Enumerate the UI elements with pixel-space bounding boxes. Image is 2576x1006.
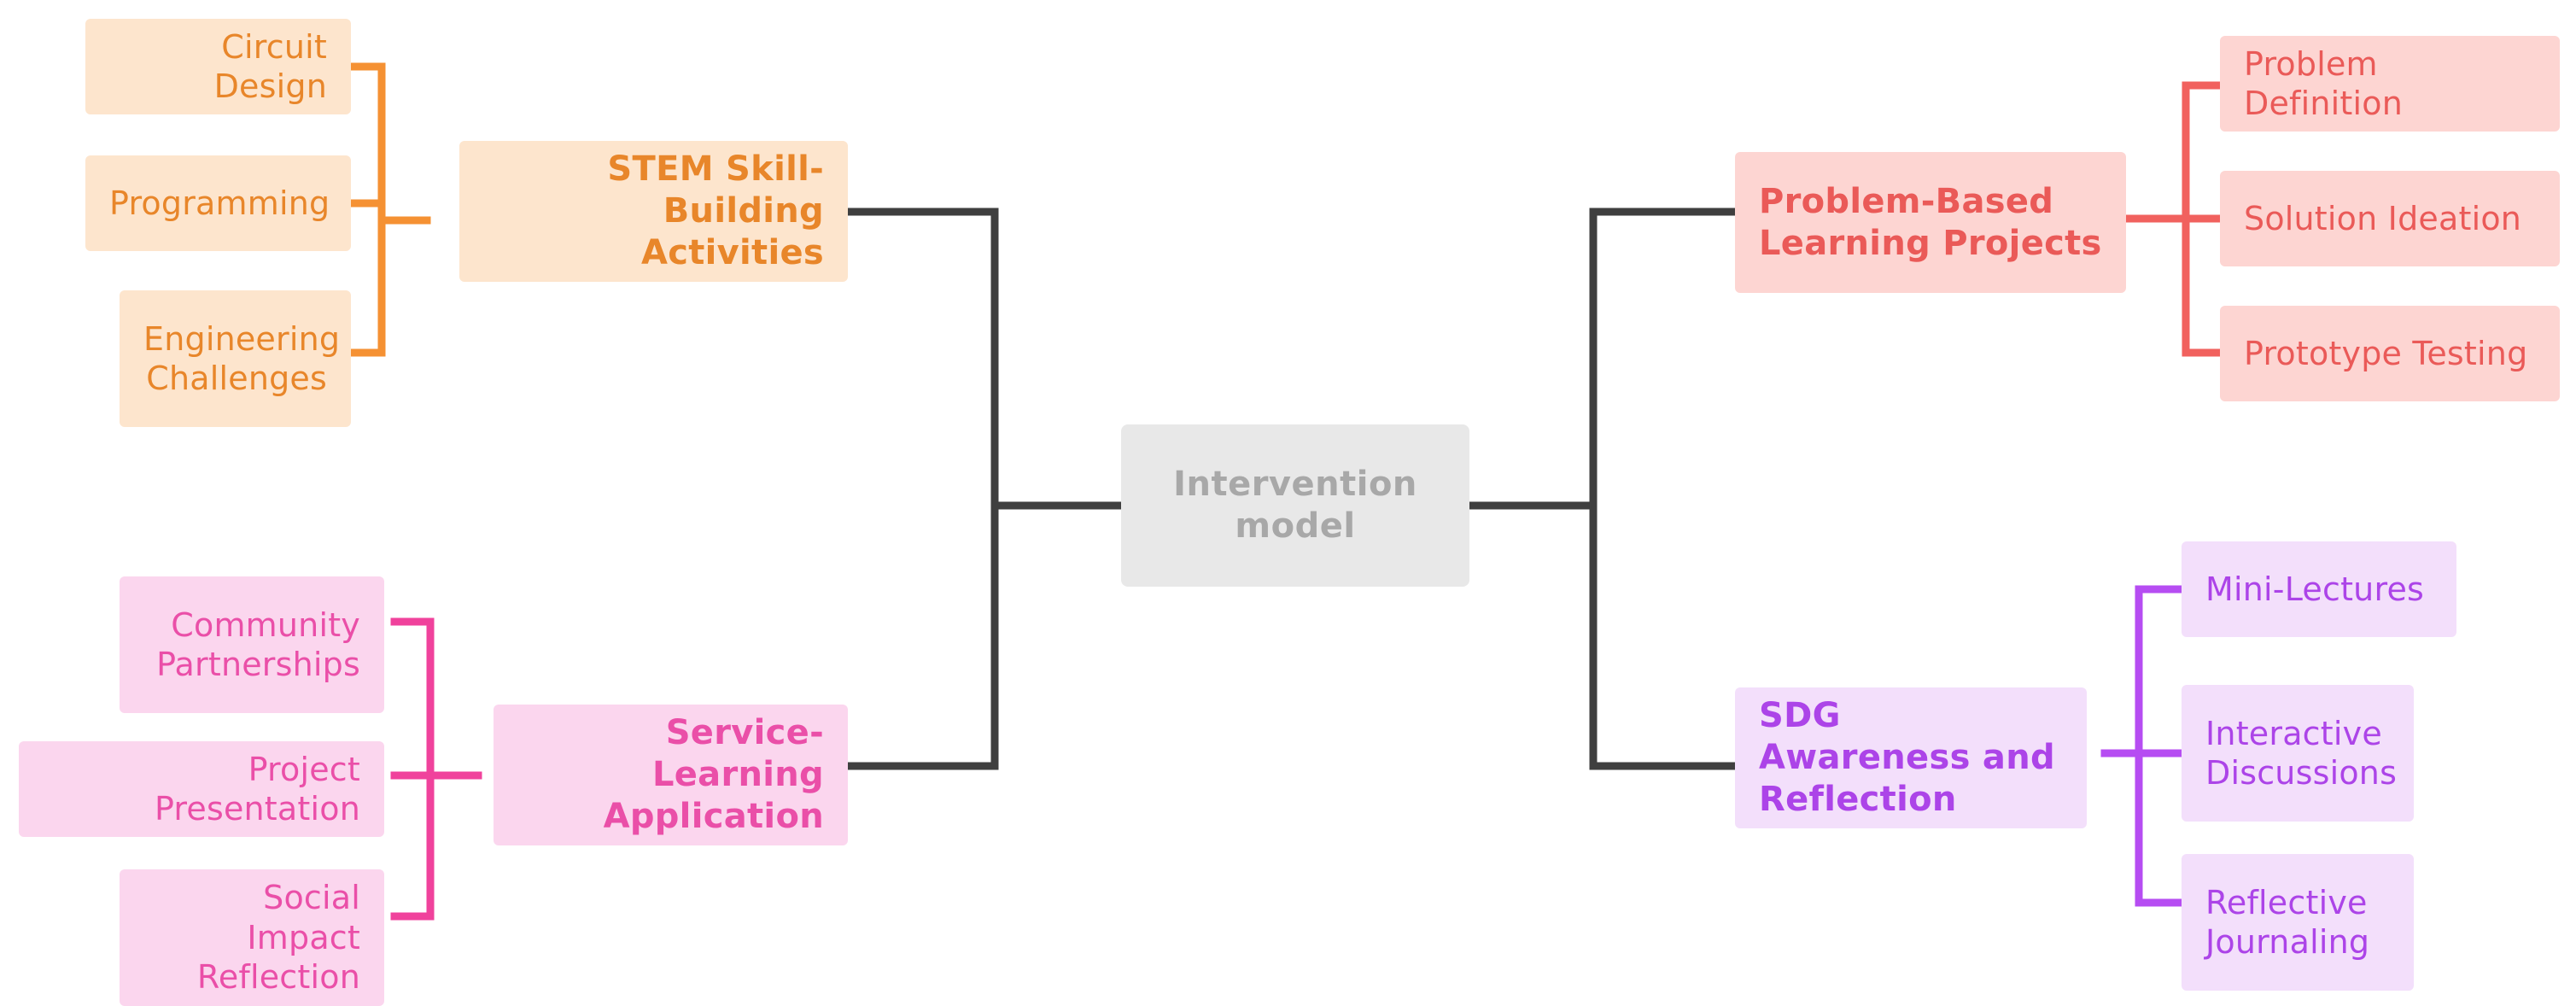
branch-node-problem-based-learning-projects[interactable]: Problem-Based Learning Projects <box>1735 152 2126 293</box>
leaf-node-label: Social Impact Reflection <box>196 879 360 997</box>
leaf-node-social-impact-reflection[interactable]: Social Impact Reflection <box>120 869 384 1006</box>
root-node-intervention-model[interactable]: Intervention model <box>1121 424 1469 587</box>
leaf-node-label: Project Presentation <box>154 750 360 828</box>
leaf-node-label: Programming <box>109 184 330 222</box>
leaf-node-label: Circuit Design <box>213 27 327 105</box>
leaf-node-mini-lectures[interactable]: Mini-Lectures <box>2182 541 2456 637</box>
leaf-node-community-partnerships[interactable]: Community Partnerships <box>120 576 384 713</box>
leaf-node-label: Mini-Lectures <box>2205 570 2425 608</box>
leaf-node-engineering-challenges[interactable]: Engineering Challenges <box>120 290 351 427</box>
leaf-node-label: Engineering Challenges <box>143 319 341 397</box>
root-node-label: Intervention model <box>1173 465 1417 546</box>
leaf-node-label: Prototype Testing <box>2244 334 2528 372</box>
branch-node-service-learning-application[interactable]: Service-Learning Application <box>494 705 848 845</box>
leaf-node-reflective-journaling[interactable]: Reflective Journaling <box>2182 854 2414 991</box>
leaf-node-label: Solution Ideation <box>2244 199 2522 237</box>
leaf-node-programming[interactable]: Programming <box>85 155 351 251</box>
leaf-node-interactive-discussions[interactable]: Interactive Discussions <box>2182 685 2414 822</box>
leaf-node-circuit-design[interactable]: Circuit Design <box>85 19 351 114</box>
leaf-node-label: Problem Definition <box>2244 44 2404 122</box>
leaf-node-solution-ideation[interactable]: Solution Ideation <box>2220 171 2560 266</box>
branch-node-label: SDG Awareness and Reflection <box>1759 696 2055 819</box>
branch-node-sdg-awareness-and-reflection[interactable]: SDG Awareness and Reflection <box>1735 687 2087 828</box>
leaf-node-project-presentation[interactable]: Project Presentation <box>19 741 384 837</box>
branch-node-label: Problem-Based Learning Projects <box>1759 181 2102 263</box>
leaf-node-problem-definition[interactable]: Problem Definition <box>2220 36 2560 132</box>
leaf-node-label: Interactive Discussions <box>2205 714 2398 792</box>
branch-node-stem-skill-building-activities[interactable]: STEM Skill-Building Activities <box>459 141 848 282</box>
branch-node-label: Service-Learning Application <box>603 713 824 836</box>
leaf-node-label: Community Partnerships <box>156 605 360 683</box>
branch-node-label: STEM Skill-Building Activities <box>607 149 824 272</box>
leaf-node-label: Reflective Journaling <box>2205 883 2370 961</box>
leaf-node-prototype-testing[interactable]: Prototype Testing <box>2220 306 2560 401</box>
